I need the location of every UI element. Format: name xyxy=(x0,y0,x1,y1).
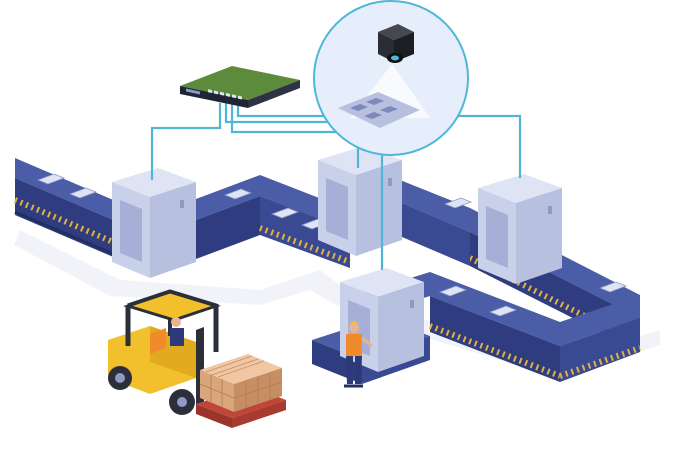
industrial-camera-icon xyxy=(378,24,414,63)
camera-bubble xyxy=(313,0,469,156)
cable-to-station-4 xyxy=(230,103,384,270)
conveyor-middle-segment xyxy=(180,175,352,268)
network-switch-icon xyxy=(180,66,300,108)
conveyor-left-top xyxy=(15,158,125,225)
cable-to-station-1 xyxy=(150,103,222,180)
forklift-icon xyxy=(108,289,221,415)
station-3 xyxy=(478,174,562,284)
pallet-boxes xyxy=(196,354,286,428)
station-1 xyxy=(112,168,196,278)
conveyor-left-segment xyxy=(13,158,127,262)
worker-icon xyxy=(344,321,373,388)
station-2 xyxy=(318,146,402,256)
inspected-part xyxy=(338,92,420,128)
ground-shadows xyxy=(14,230,660,378)
